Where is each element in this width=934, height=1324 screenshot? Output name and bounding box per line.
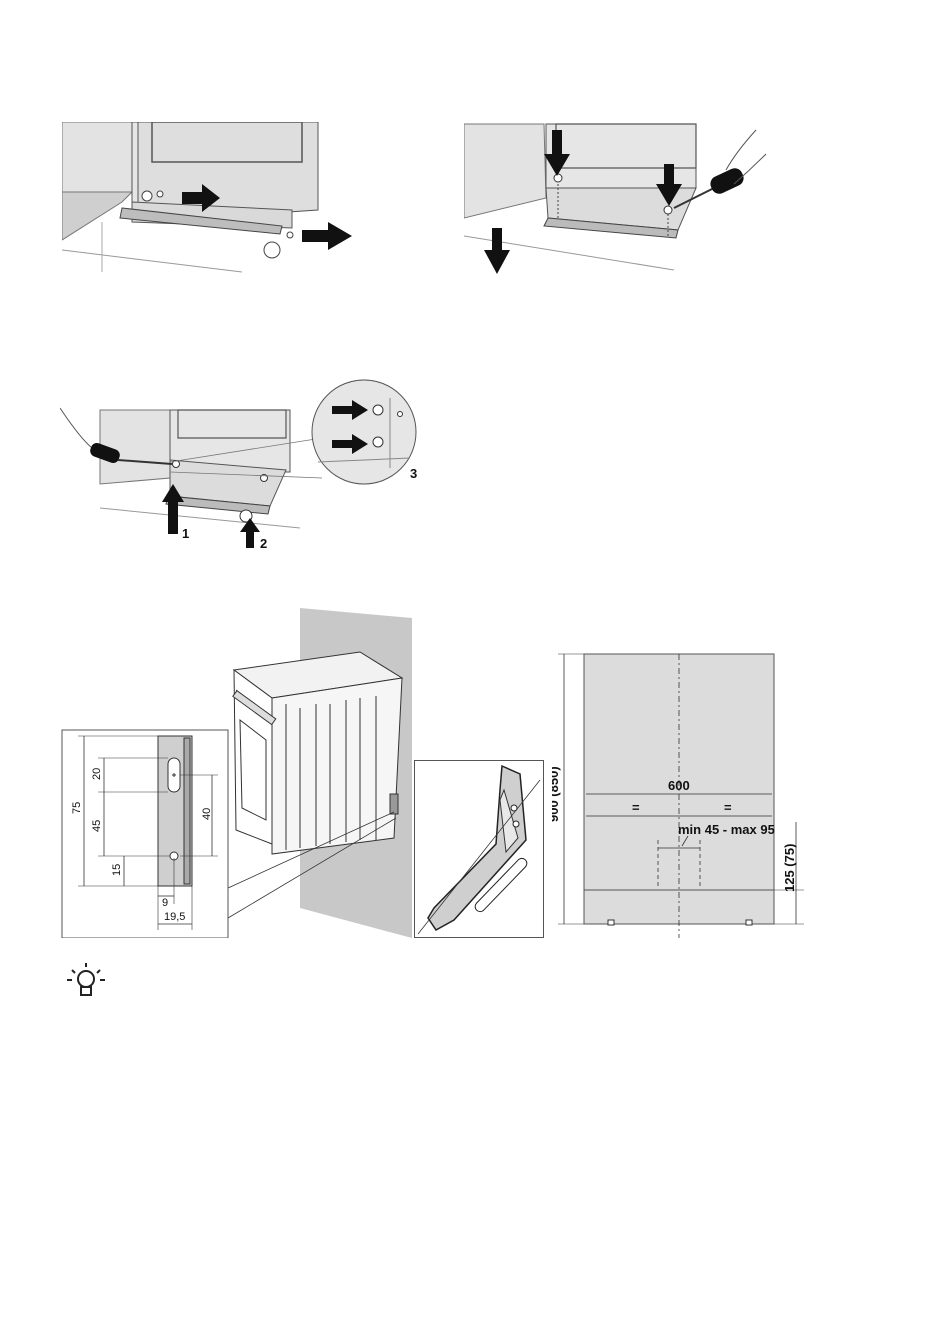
dim-height: 900 (850) <box>552 766 561 822</box>
detail-circle <box>312 380 416 484</box>
cooker <box>233 652 402 854</box>
dim-equal-right: = <box>724 800 732 815</box>
figure-remove-screws <box>464 118 766 278</box>
dim-width: 600 <box>668 778 690 793</box>
dim-40: 40 <box>201 808 213 820</box>
dim-20: 20 <box>91 768 103 780</box>
bracket-side-view <box>158 736 192 886</box>
callout-3: 3 <box>410 466 417 481</box>
figure-slide-plinth <box>62 122 358 278</box>
dim-9: 9 <box>162 897 168 909</box>
figure-cabinet-dimensions: 900 (850) 600 = = min 45 - max 95 125 (7… <box>552 646 814 938</box>
figure-cabinet-dimensions-drawing: 900 (850) 600 = = min 45 - max 95 125 (7… <box>552 646 814 938</box>
dim-75: 75 <box>71 802 83 814</box>
figure-slide-plinth-drawing <box>62 122 358 278</box>
dim-spacing: min 45 - max 95 <box>678 822 775 837</box>
figure-bracket-closeup-drawing <box>414 760 544 938</box>
dim-45: 45 <box>91 820 103 832</box>
figure-refit-plinth: 1 2 3 <box>60 378 424 548</box>
dim-15: 15 <box>111 864 123 876</box>
dim-19-5: 19,5 <box>164 911 185 923</box>
dim-equal-left: = <box>632 800 640 815</box>
dim-mount-height: 125 (75) <box>782 844 797 892</box>
figure-remove-screws-drawing <box>464 118 766 278</box>
callout-1: 1 <box>182 526 189 541</box>
figure-refit-plinth-drawing: 1 2 3 <box>60 378 424 548</box>
bracket-detail-box <box>62 730 228 938</box>
figure-bracket-closeup <box>414 760 544 938</box>
callout-2: 2 <box>260 536 267 548</box>
lightbulb-icon <box>66 962 106 1002</box>
